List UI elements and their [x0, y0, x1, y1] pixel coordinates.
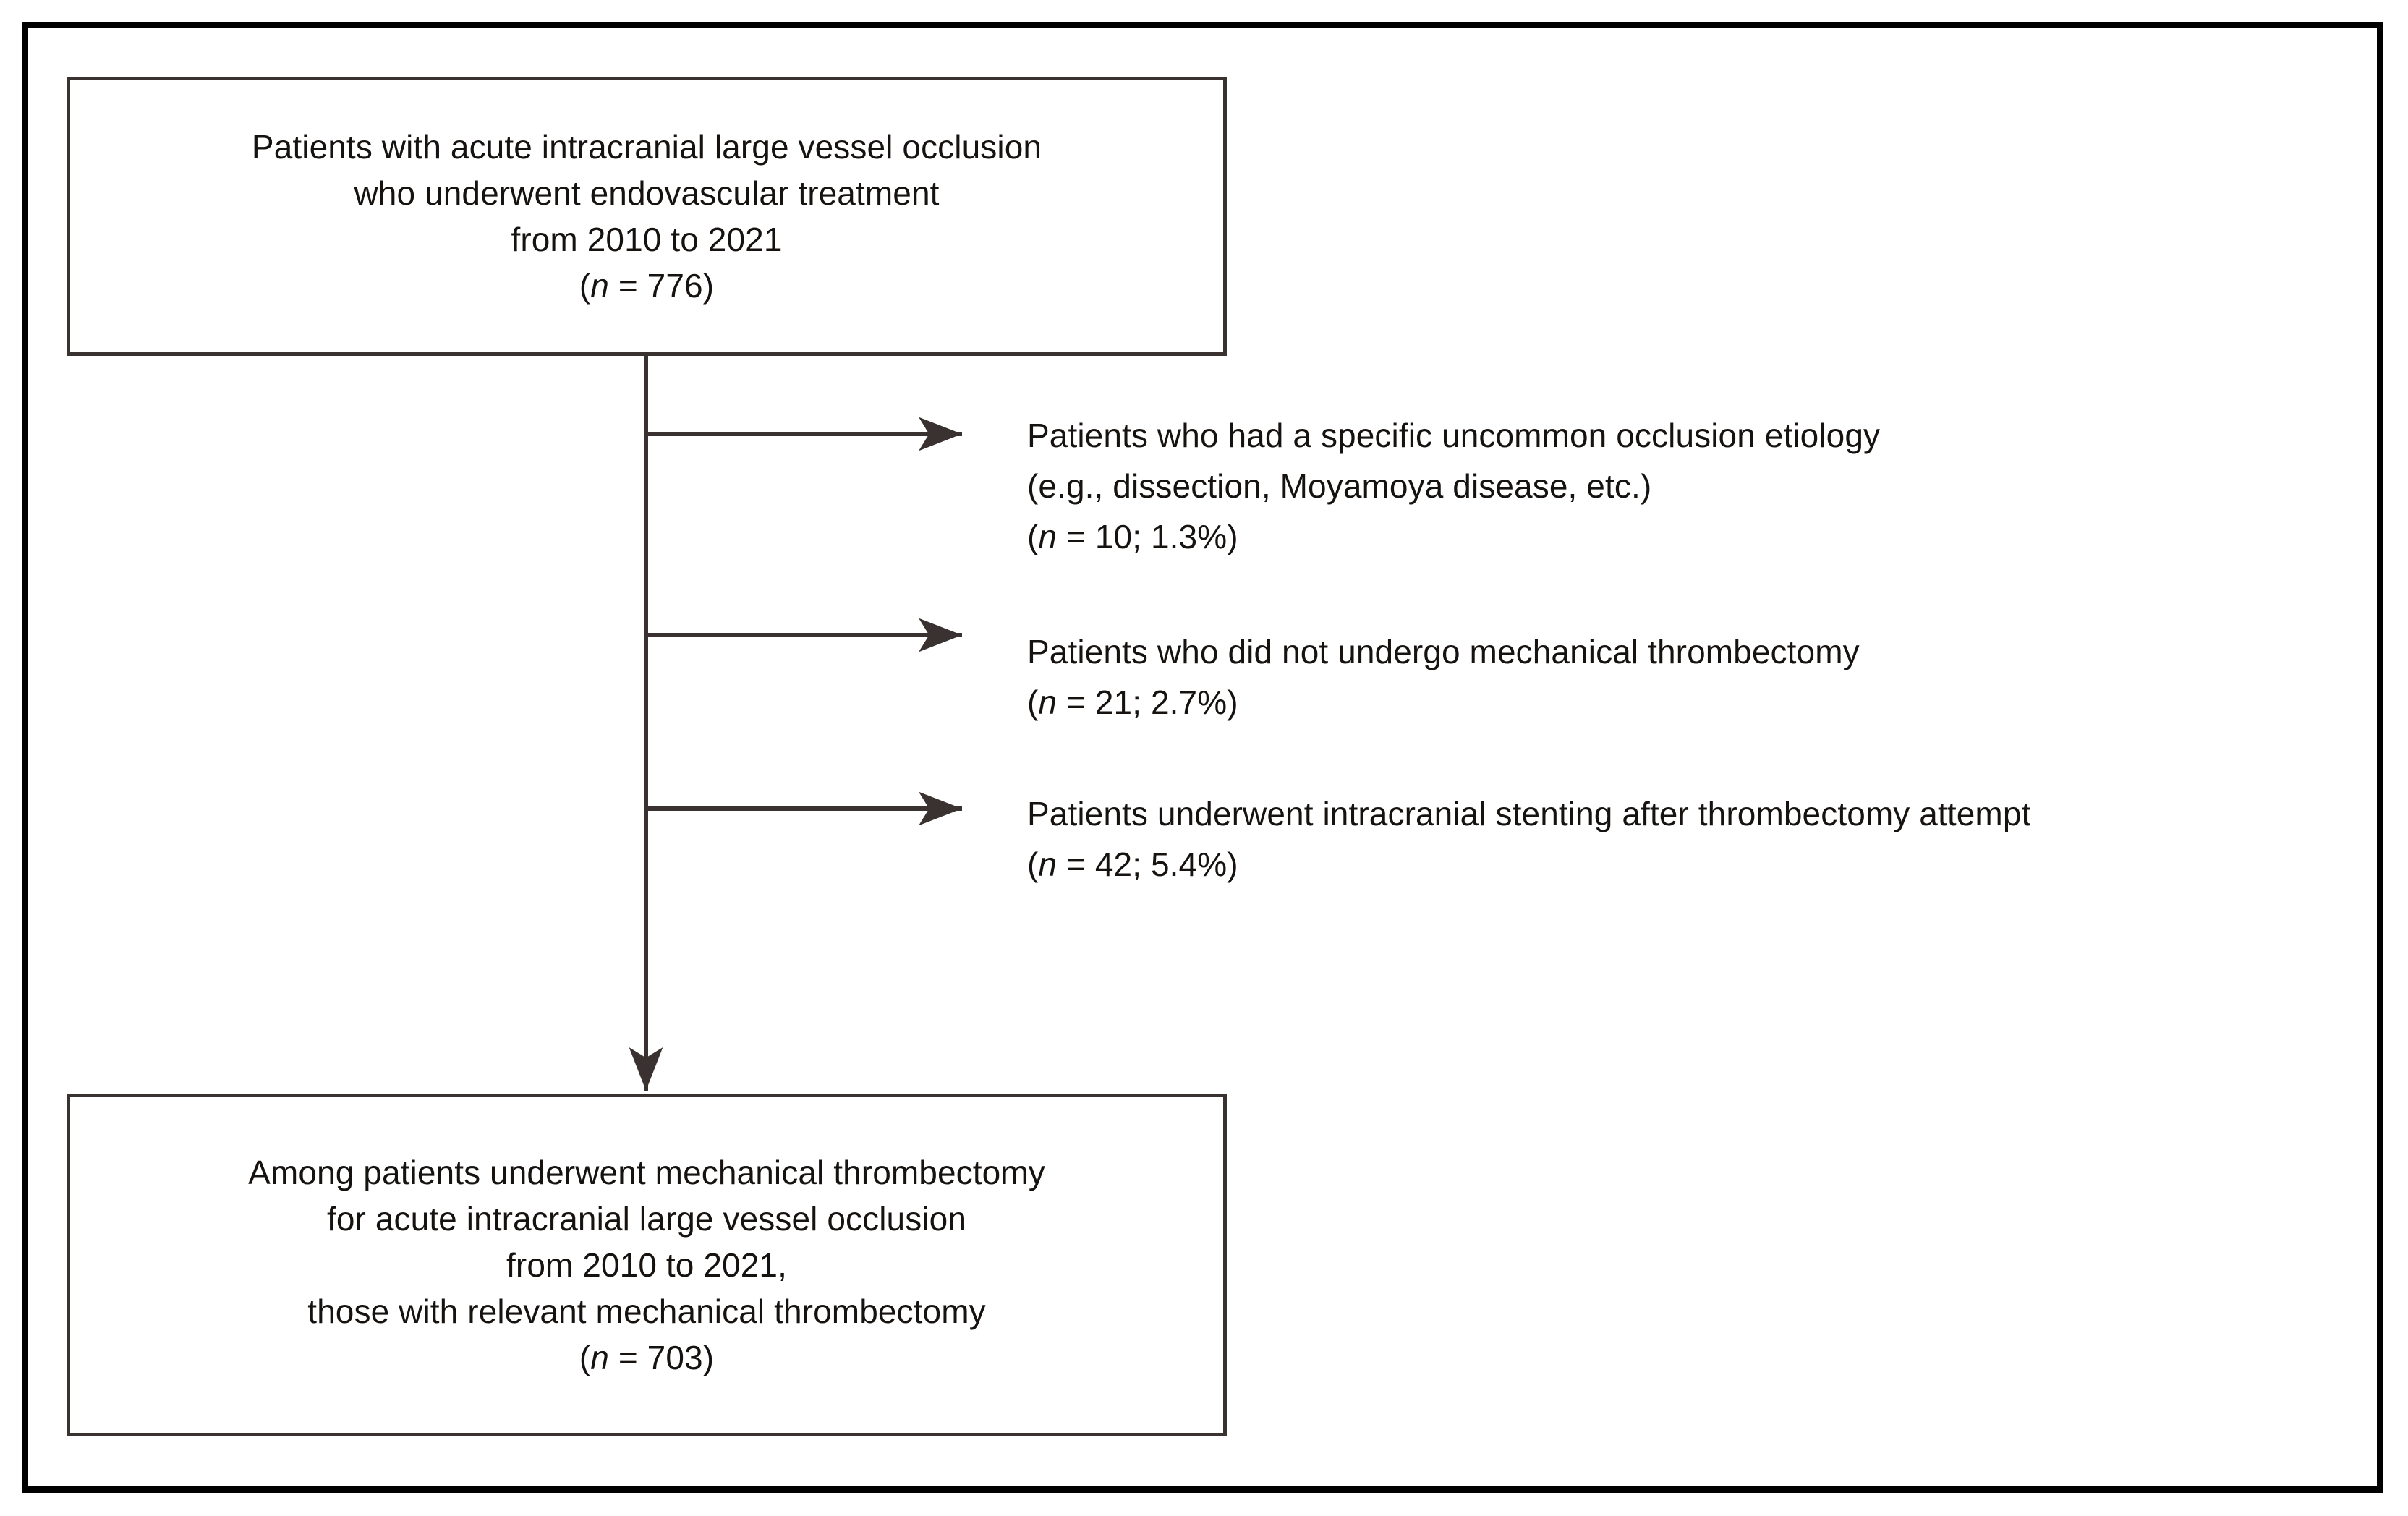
final-count-n: n: [590, 1339, 609, 1376]
enrolled-count-n: n: [590, 267, 609, 305]
exclusion-1-count: (n = 10; 1.3%): [1027, 511, 1880, 562]
final-line-2: for acute intracranial large vessel occl…: [326, 1200, 967, 1238]
exclusion-2-count-sep: ;: [1132, 684, 1151, 721]
exclusion-1-count-open: (: [1027, 518, 1039, 555]
exclusion-2-line-1: Patients who did not undergo mechanical …: [1027, 633, 1860, 670]
exclusion-1-count-sep: ;: [1132, 518, 1151, 555]
final-cohort-box: Among patients underwent mechanical thro…: [67, 1094, 1227, 1436]
exclusion-2-count-n: n: [1038, 684, 1058, 721]
exclusion-uncommon-etiology: Patients who had a specific uncommon occ…: [1027, 410, 1880, 562]
final-count-close: ): [702, 1339, 715, 1376]
exclusion-3-count-percent: 5.4%: [1150, 846, 1228, 883]
exclusion-2-count-open: (: [1027, 684, 1039, 721]
exclusion-2-count-close: ): [1227, 684, 1238, 721]
exclusion-1-count-value: 10: [1094, 518, 1133, 555]
enrolled-count-value: 776: [647, 267, 703, 305]
exclusion-1-count-eq: =: [1057, 518, 1095, 555]
exclusion-2-count-value: 21: [1094, 684, 1133, 721]
exclusion-3-count-close: ): [1227, 846, 1238, 883]
exclusion-1-line-2: (e.g., dissection, Moyamoya disease, etc…: [1027, 467, 1652, 505]
enrolled-line-1: Patients with acute intracranial large v…: [251, 128, 1042, 166]
exclusion-1-count-percent: 1.3%: [1150, 518, 1228, 555]
exclusion-3-line-1: Patients underwent intracranial stenting…: [1027, 795, 2031, 832]
final-line-1: Among patients underwent mechanical thro…: [248, 1154, 1045, 1191]
final-line-3: from 2010 to 2021,: [506, 1246, 787, 1284]
exclusion-2-count: (n = 21; 2.7%): [1027, 677, 1860, 728]
enrolled-count: (n = 776): [579, 263, 714, 309]
exclusion-intracranial-stenting: Patients underwent intracranial stenting…: [1027, 788, 2030, 890]
final-line-4: those with relevant mechanical thrombect…: [307, 1293, 986, 1330]
exclusion-3-count-eq: =: [1057, 846, 1095, 883]
exclusion-3-count-sep: ;: [1132, 846, 1151, 883]
exclusion-3-count: (n = 42; 5.4%): [1027, 839, 2030, 890]
exclusion-3-count-open: (: [1027, 846, 1039, 883]
exclusion-2-count-eq: =: [1057, 684, 1095, 721]
final-count-value: 703: [647, 1339, 703, 1376]
enrolled-cohort-box: Patients with acute intracranial large v…: [67, 77, 1227, 356]
final-count-open: (: [579, 1339, 591, 1376]
exclusion-1-line-1: Patients who had a specific uncommon occ…: [1027, 417, 1881, 454]
exclusion-1-count-n: n: [1038, 518, 1058, 555]
enrolled-line-3: from 2010 to 2021: [511, 221, 783, 258]
exclusion-3-count-value: 42: [1094, 846, 1133, 883]
exclusion-2-count-percent: 2.7%: [1150, 684, 1228, 721]
enrolled-count-eq: =: [608, 267, 647, 305]
enrolled-count-close: ): [702, 267, 715, 305]
exclusion-no-thrombectomy: Patients who did not undergo mechanical …: [1027, 626, 1860, 728]
exclusion-1-count-close: ): [1227, 518, 1238, 555]
enrolled-line-2: who underwent endovascular treatment: [354, 174, 940, 212]
exclusion-3-count-n: n: [1038, 846, 1058, 883]
final-count: (n = 703): [579, 1334, 714, 1381]
final-count-eq: =: [608, 1339, 647, 1376]
enrolled-count-open: (: [579, 267, 591, 305]
